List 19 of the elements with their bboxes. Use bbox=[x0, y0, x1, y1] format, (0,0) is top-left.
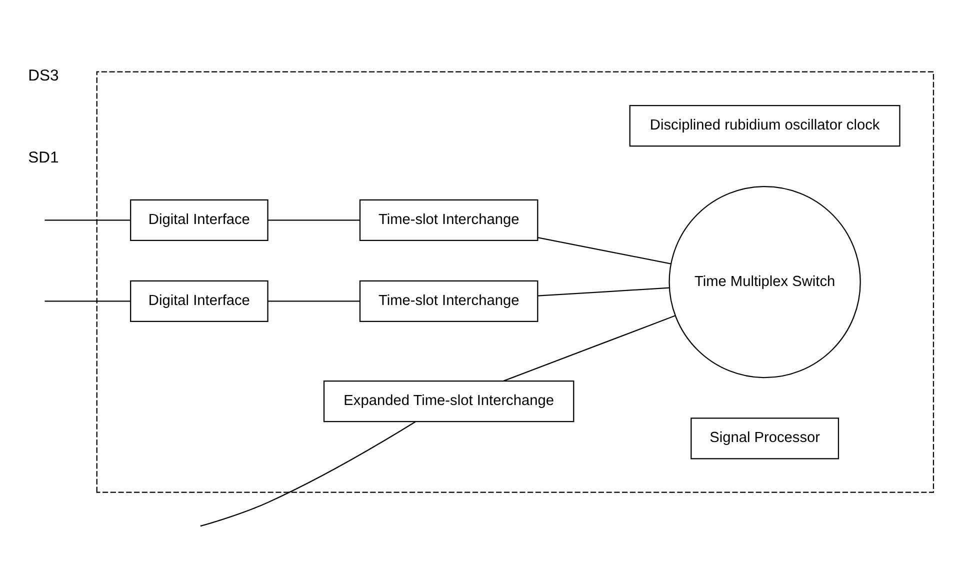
connector bbox=[538, 236, 672, 264]
label: SD1 bbox=[28, 149, 59, 166]
node-box: Digital Interface bbox=[130, 280, 268, 322]
connector bbox=[44, 219, 130, 220]
label: DS3 bbox=[28, 66, 59, 84]
node-box: Signal Processor bbox=[690, 417, 840, 459]
node-box: Disciplined rubidium oscillator clock bbox=[629, 104, 900, 146]
connector bbox=[268, 219, 360, 220]
connector bbox=[44, 300, 130, 302]
connector bbox=[503, 314, 676, 381]
node-box: Expanded Time-slot Interchange bbox=[323, 380, 574, 422]
connector bbox=[268, 300, 360, 302]
node-box: Digital Interface bbox=[130, 198, 268, 241]
cluster bbox=[96, 70, 934, 492]
node-box: Time-slot Interchange bbox=[359, 198, 538, 241]
connector bbox=[200, 420, 416, 526]
node-box: Time-slot Interchange bbox=[359, 280, 538, 322]
node-circle: Time Multiplex Switch bbox=[668, 185, 861, 378]
connector bbox=[538, 286, 670, 296]
